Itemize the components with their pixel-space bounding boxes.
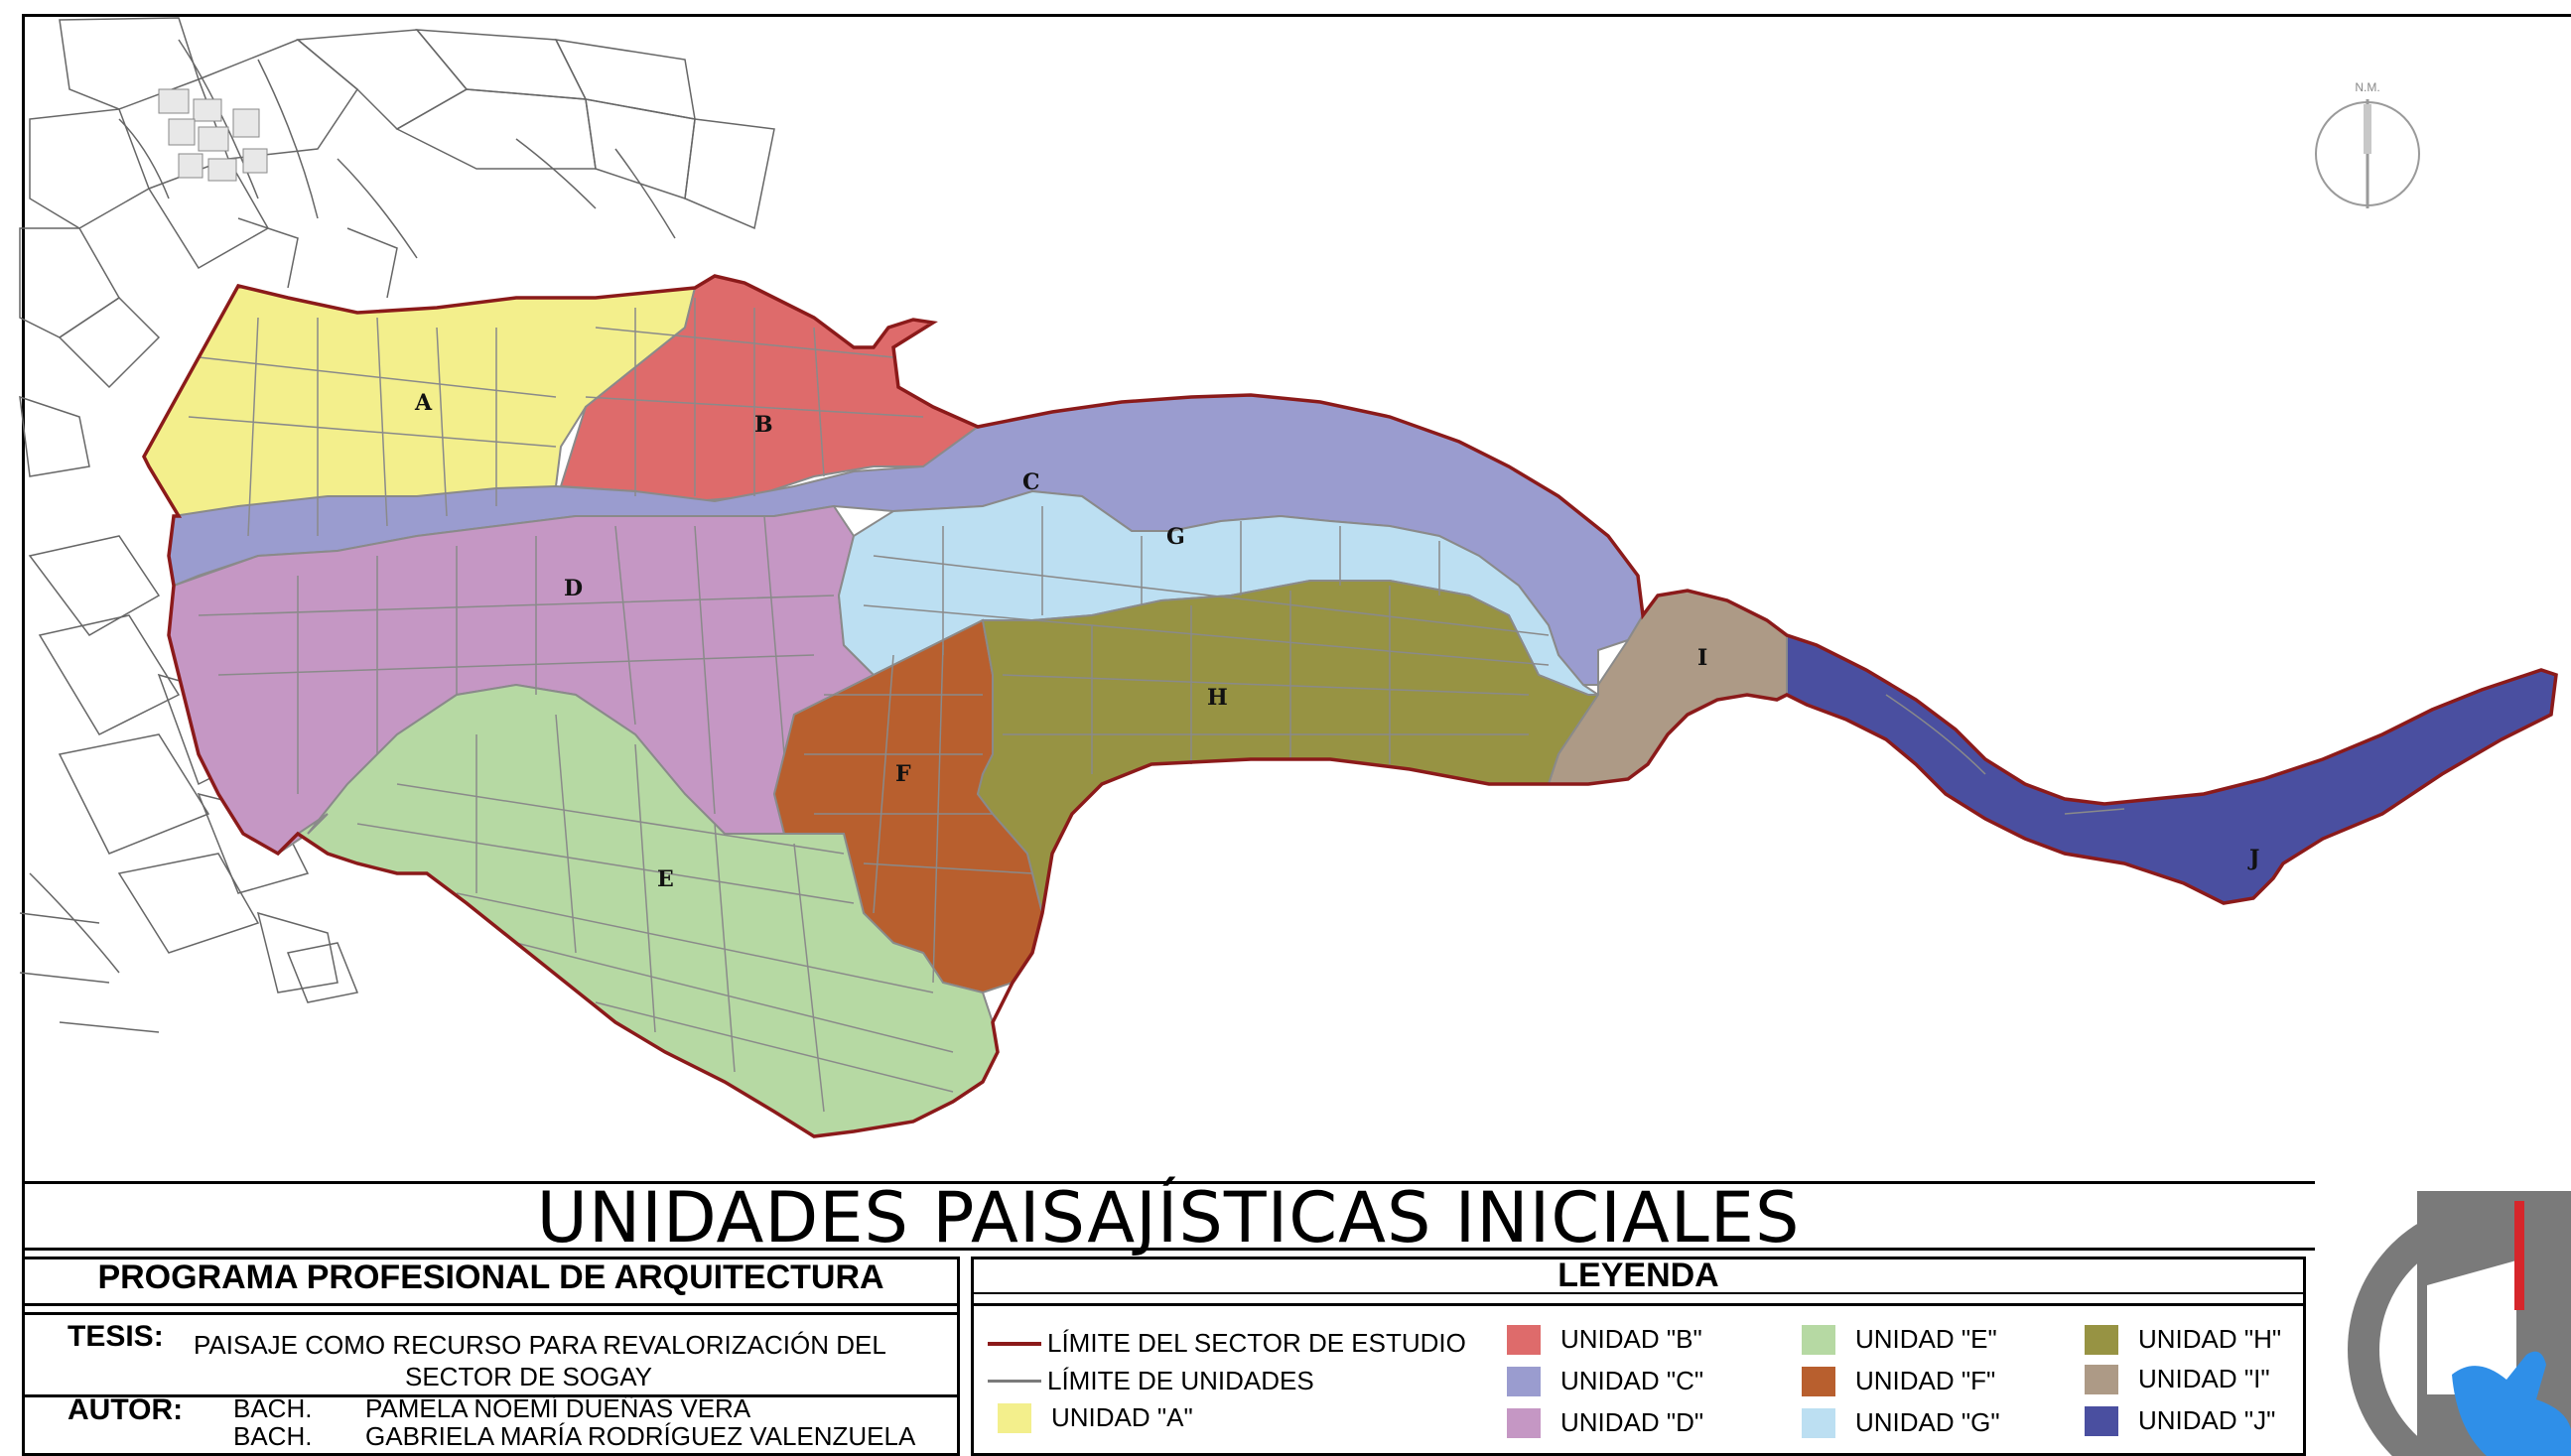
study-boundary-swatch xyxy=(988,1341,1041,1346)
landscape-units xyxy=(142,274,2558,1138)
north-arrow xyxy=(2315,99,2420,208)
legend-box xyxy=(971,1257,2306,1456)
north-arrow-label: N.M. xyxy=(2355,80,2379,94)
legend-study-boundary: LÍMITE DEL SECTOR DE ESTUDIO xyxy=(988,1328,1466,1359)
legend-unit-j-label: UNIDAD "J" xyxy=(2138,1405,2276,1435)
legend-unit-boundary-label: LÍMITE DE UNIDADES xyxy=(1047,1366,1314,1395)
author-prefix-1: BACH. xyxy=(233,1393,313,1423)
thesis-divider xyxy=(22,1312,960,1397)
legend-unit-e: UNIDAD "E" xyxy=(1802,1324,1997,1355)
unit-boundary-swatch xyxy=(988,1380,1041,1383)
unit-g-swatch xyxy=(1802,1407,1835,1438)
author-prefix-2: BACH. xyxy=(233,1421,313,1451)
legend-header-divider xyxy=(971,1257,2306,1306)
unit-label-d: D xyxy=(564,576,583,601)
unit-label-e: E xyxy=(657,866,674,892)
unit-h-swatch xyxy=(2085,1324,2118,1355)
drawing-frame xyxy=(22,14,2571,1456)
study-sector-boundary xyxy=(142,274,2558,1138)
unit-label-a: A xyxy=(414,390,433,416)
unit-label-b: B xyxy=(754,412,773,438)
unit-parcel-lines xyxy=(188,298,2125,1113)
unit-a-swatch xyxy=(998,1402,1031,1433)
author-name-1: PAMELA NOEMÍ DUEÑAS VERA xyxy=(365,1393,751,1423)
legend-unit-b: UNIDAD "B" xyxy=(1507,1324,1702,1355)
unit-label-c: C xyxy=(1022,469,1040,495)
background-old-town xyxy=(158,88,268,182)
thesis-line-2: SECTOR DE SOGAY xyxy=(405,1362,652,1391)
unit-j-swatch xyxy=(2085,1405,2118,1436)
unit-label-i: I xyxy=(1697,645,1707,671)
author-name-2: GABRIELA MARÍA RODRÍGUEZ VALENZUELA xyxy=(365,1421,916,1451)
unit-j-area xyxy=(1786,633,2558,905)
unit-b-swatch xyxy=(1507,1324,1541,1355)
unit-label-j: J xyxy=(2247,846,2259,871)
background-urban-fabric xyxy=(19,17,775,1033)
legend-unit-d: UNIDAD "D" xyxy=(1507,1407,1703,1438)
page-title: UNIDADES PAISAJÍSTICAS INICIALES xyxy=(536,1177,1801,1258)
thesis-label: TESIS: xyxy=(68,1320,164,1353)
legend-unit-a: UNIDAD "A" xyxy=(998,1402,1193,1433)
legend-unit-g: UNIDAD "G" xyxy=(1802,1407,2000,1438)
legend-unit-f: UNIDAD "F" xyxy=(1802,1366,1995,1396)
unit-i-swatch xyxy=(2085,1364,2118,1394)
legend-unit-j: UNIDAD "J" xyxy=(2085,1405,2275,1436)
legend-unit-e-label: UNIDAD "E" xyxy=(1855,1324,1997,1354)
legend-unit-h-label: UNIDAD "H" xyxy=(2138,1324,2282,1354)
program-header-divider xyxy=(22,1257,960,1306)
unit-labels: A B C D E F G H I J xyxy=(414,390,2259,892)
legend-unit-i: UNIDAD "I" xyxy=(2085,1364,2270,1394)
unit-label-h: H xyxy=(1207,685,1228,711)
author-label: AUTOR: xyxy=(68,1393,184,1426)
legend-unit-f-label: UNIDAD "F" xyxy=(1855,1366,1996,1395)
map: N.M. xyxy=(19,17,2558,1138)
legend-title: LEYENDA xyxy=(1557,1257,1719,1294)
unit-c-swatch xyxy=(1507,1366,1541,1396)
legend-unit-a-label: UNIDAD "A" xyxy=(1051,1402,1193,1432)
unit-f-swatch xyxy=(1802,1366,1835,1396)
legend-unit-b-label: UNIDAD "B" xyxy=(1560,1324,1702,1354)
legend-study-boundary-label: LÍMITE DEL SECTOR DE ESTUDIO xyxy=(1047,1328,1466,1358)
legend-unit-g-label: UNIDAD "G" xyxy=(1855,1407,2000,1437)
program-title: PROGRAMA PROFESIONAL DE ARQUITECTURA xyxy=(97,1258,884,1296)
legend-unit-c: UNIDAD "C" xyxy=(1507,1366,1703,1396)
legend-unit-i-label: UNIDAD "I" xyxy=(2138,1364,2270,1393)
program-box xyxy=(22,1257,960,1456)
legend-unit-c-label: UNIDAD "C" xyxy=(1560,1366,1704,1395)
legend-unit-d-label: UNIDAD "D" xyxy=(1560,1407,1704,1437)
university-logo xyxy=(2348,1191,2571,1456)
unit-e-swatch xyxy=(1802,1324,1835,1355)
title-band xyxy=(22,1181,2315,1251)
unit-label-f: F xyxy=(895,761,911,787)
unit-label-g: G xyxy=(1166,524,1185,550)
thesis-line-1: PAISAJE COMO RECURSO PARA REVALORIZACIÓN… xyxy=(194,1330,886,1360)
legend-unit-boundary: LÍMITE DE UNIDADES xyxy=(988,1366,1314,1396)
unit-d-swatch xyxy=(1507,1407,1541,1438)
legend-header-rule xyxy=(971,1257,2306,1294)
legend-unit-h: UNIDAD "H" xyxy=(2085,1324,2281,1355)
